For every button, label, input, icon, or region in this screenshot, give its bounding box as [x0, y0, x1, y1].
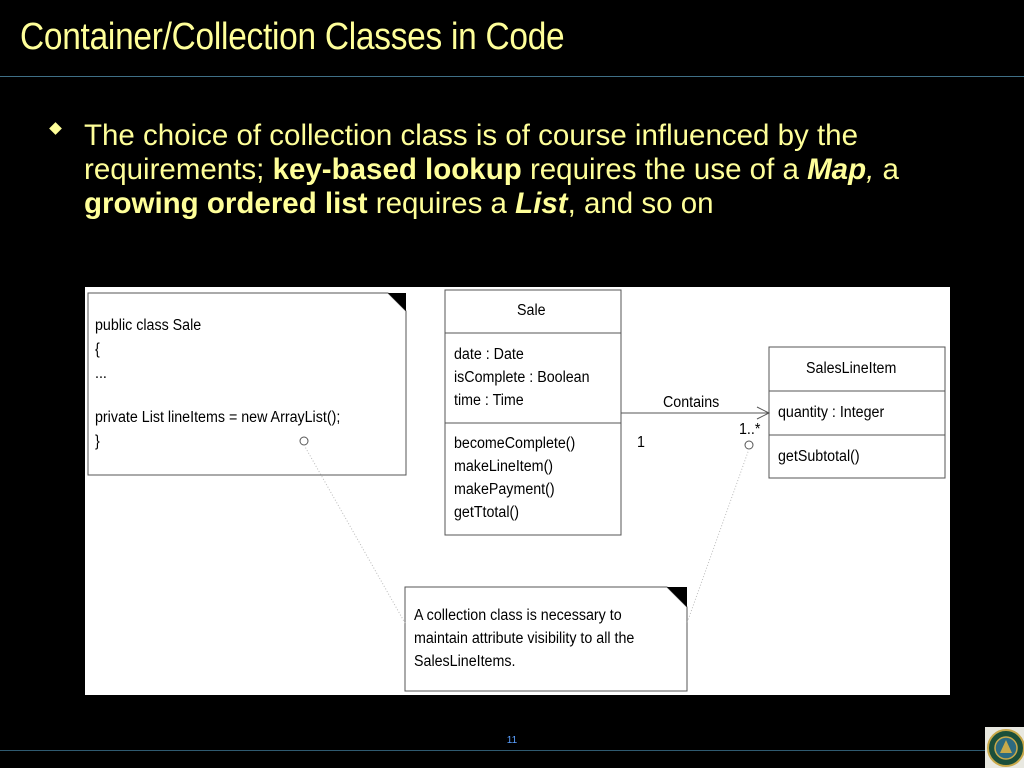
- note-link-left: [303, 444, 406, 624]
- uml-diagram: public class Sale { ... private List lin…: [85, 287, 950, 695]
- bullet-text-part: a: [874, 153, 899, 186]
- sale-class-name: Sale: [517, 302, 546, 319]
- sale-operation: becomeComplete(): [454, 435, 576, 452]
- item-attribute: quantity : Integer: [778, 404, 885, 421]
- page-number: 11: [506, 735, 518, 746]
- target-multiplicity: 1..*: [739, 421, 761, 438]
- bullet-text-part: requires the use of a: [521, 153, 808, 186]
- code-note-line: }: [95, 433, 100, 450]
- sale-operation: makePayment(): [454, 481, 555, 498]
- slide-title: Container/Collection Classes in Code: [20, 16, 565, 58]
- note-link-right: [686, 448, 750, 624]
- bullet-text: The choice of collection class is of cou…: [84, 119, 964, 221]
- association-label: Contains: [663, 394, 720, 411]
- code-note-fold: [388, 293, 406, 311]
- bullet-text-part: requires a: [367, 187, 516, 220]
- footer-divider: [0, 750, 1024, 751]
- explain-note-box: [404, 586, 688, 692]
- bullet-text-part: The choice of collection class is of cou…: [84, 119, 858, 186]
- sale-attribute: isComplete : Boolean: [454, 369, 590, 386]
- sale-operation: makeLineItem(): [454, 458, 554, 475]
- code-note-line: public class Sale: [95, 317, 202, 334]
- code-note-line: {: [95, 341, 100, 358]
- bullet-text-part: , and so on: [567, 187, 714, 220]
- university-seal-icon: [985, 727, 1024, 768]
- bullet-emphasis-key-based-lookup: key-based lookup: [272, 153, 522, 186]
- code-note-anchor: [299, 436, 309, 446]
- sale-operation: getTtotal(): [454, 504, 519, 521]
- item-anchor: [744, 440, 754, 450]
- sale-attribute: date : Date: [454, 346, 524, 363]
- diamond-bullet-icon: [49, 122, 62, 135]
- code-note-box: [87, 292, 407, 476]
- item-class-name: SalesLineItem: [806, 360, 897, 377]
- code-note-line: private List lineItems = new ArrayList()…: [95, 409, 341, 426]
- uml-diagram-lines: [87, 289, 946, 692]
- title-divider: [0, 76, 1024, 77]
- item-class-box: [768, 346, 946, 479]
- bullet-emphasis-list: List: [515, 187, 568, 220]
- code-note-line: ...: [95, 365, 107, 382]
- association-arrowhead: [756, 406, 771, 420]
- explain-note-text: A collection class is necessary to maint…: [414, 607, 635, 670]
- explain-note-fold: [667, 587, 687, 607]
- bullet-emphasis-growing-ordered-list: growing ordered list: [84, 187, 368, 220]
- source-multiplicity: 1: [637, 434, 645, 451]
- item-operation: getSubtotal(): [778, 448, 860, 465]
- sale-attribute: time : Time: [454, 392, 524, 409]
- bullet-comma: ,: [866, 153, 875, 186]
- bullet-emphasis-map: Map: [807, 153, 867, 186]
